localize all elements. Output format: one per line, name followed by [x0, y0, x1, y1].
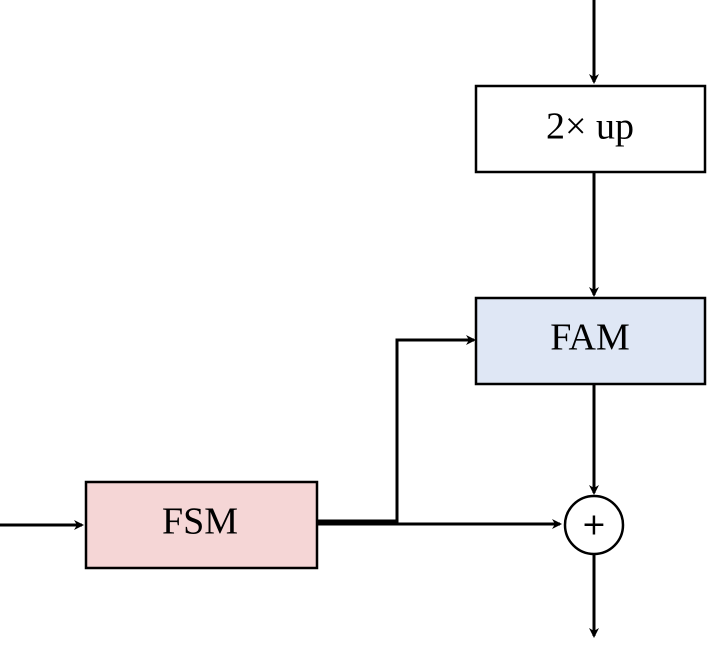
edge-fsm-to-fam — [317, 335, 476, 523]
fam-block: FAM — [474, 296, 707, 386]
plus-icon: + — [581, 508, 606, 543]
upsample-box — [474, 84, 707, 174]
add-circle — [563, 494, 625, 556]
fsm-block: FSM — [84, 480, 319, 570]
fam-box — [474, 296, 707, 386]
fam-label: FAM — [550, 317, 630, 359]
upsample-label: 2× up — [546, 106, 634, 148]
add-node: + — [563, 494, 625, 556]
fsm-label: FSM — [162, 501, 238, 543]
upsample-block: 2× up — [474, 84, 707, 174]
fsm-box — [84, 480, 319, 570]
